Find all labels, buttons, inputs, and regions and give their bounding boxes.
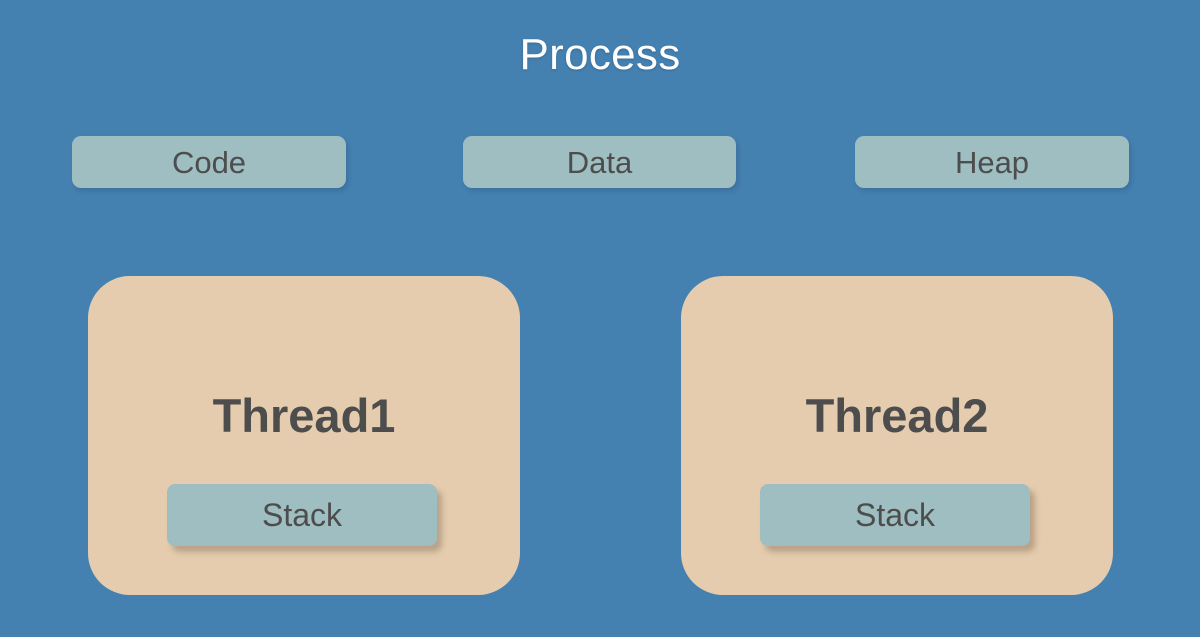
stack-label-thread2: Stack [854, 497, 936, 533]
segment-box-data: Data [463, 136, 736, 188]
page-title: Process [519, 30, 681, 79]
stack-label-thread1: Stack [261, 497, 343, 533]
segment-label-heap: Heap [954, 144, 1030, 180]
thread-label-thread1: Thread1 [212, 389, 396, 442]
stack-box-thread1: Stack [167, 484, 437, 546]
thread-box-thread2: Thread2 Stack [681, 276, 1113, 595]
segment-label-code: Code [171, 144, 247, 180]
segment-box-heap: Heap [855, 136, 1129, 188]
stack-box-thread2: Stack [760, 484, 1030, 546]
thread-box-thread1: Thread1 Stack [88, 276, 520, 595]
thread-label-thread2: Thread2 [805, 389, 989, 442]
segment-box-code: Code [72, 136, 346, 188]
segment-label-data: Data [566, 144, 633, 180]
